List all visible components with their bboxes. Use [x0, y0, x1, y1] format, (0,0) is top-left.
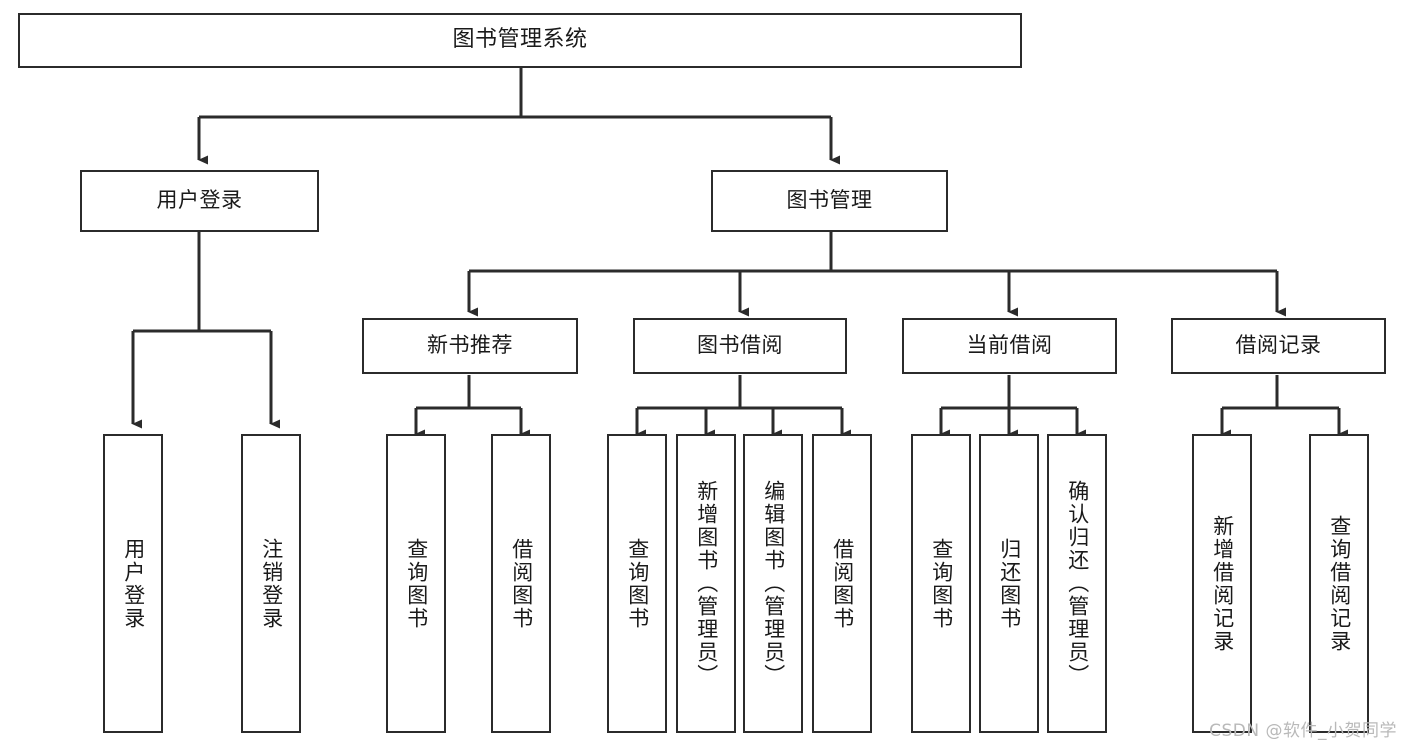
node-leaf-query-book-1-label: 查询图书 [404, 537, 429, 630]
node-leaf-logout-login[interactable]: 注销登录 [241, 434, 301, 733]
node-leaf-edit-book-label: 编辑图书（管理员） [761, 480, 786, 687]
node-leaf-return-book[interactable]: 归还图书 [979, 434, 1039, 733]
node-leaf-return-book-label: 归还图书 [997, 537, 1022, 630]
node-leaf-borrow-book-1-label: 借阅图书 [509, 537, 534, 630]
node-borrow-record[interactable]: 借阅记录 [1171, 318, 1386, 374]
node-leaf-query-book-3[interactable]: 查询图书 [911, 434, 971, 733]
node-leaf-add-book-label: 新增图书（管理员） [694, 480, 719, 687]
node-leaf-query-record-label: 查询借阅记录 [1327, 514, 1352, 653]
node-leaf-query-book-2-label: 查询图书 [625, 537, 650, 630]
node-leaf-confirm-return-label: 确认归还（管理员） [1065, 480, 1090, 687]
node-book-borrow-label: 图书借阅 [697, 333, 783, 358]
watermark: CSDN @软件_小贺同学 [1209, 721, 1397, 741]
node-leaf-add-record[interactable]: 新增借阅记录 [1192, 434, 1252, 733]
node-leaf-query-book-1[interactable]: 查询图书 [386, 434, 446, 733]
node-current-borrow[interactable]: 当前借阅 [902, 318, 1117, 374]
node-leaf-add-book[interactable]: 新增图书（管理员） [676, 434, 736, 733]
node-book-management[interactable]: 图书管理 [711, 170, 948, 232]
node-leaf-add-record-label: 新增借阅记录 [1210, 514, 1235, 653]
node-leaf-query-book-2[interactable]: 查询图书 [607, 434, 667, 733]
node-current-borrow-label: 当前借阅 [966, 333, 1053, 358]
node-leaf-confirm-return[interactable]: 确认归还（管理员） [1047, 434, 1107, 733]
node-leaf-query-record[interactable]: 查询借阅记录 [1309, 434, 1369, 733]
node-leaf-edit-book[interactable]: 编辑图书（管理员） [743, 434, 803, 733]
node-leaf-user-login-label: 用户登录 [121, 537, 146, 630]
node-leaf-logout-login-label: 注销登录 [259, 537, 284, 630]
node-borrow-record-label: 借阅记录 [1235, 333, 1322, 358]
node-new-book-recommend[interactable]: 新书推荐 [362, 318, 578, 374]
node-root[interactable]: 图书管理系统 [18, 13, 1022, 68]
node-new-book-recommend-label: 新书推荐 [427, 333, 513, 358]
node-user-login-label: 用户登录 [156, 188, 243, 213]
node-root-label: 图书管理系统 [452, 27, 588, 53]
node-leaf-user-login[interactable]: 用户登录 [103, 434, 163, 733]
node-leaf-borrow-book-2-label: 借阅图书 [830, 537, 855, 630]
node-leaf-borrow-book-2[interactable]: 借阅图书 [812, 434, 872, 733]
node-leaf-query-book-3-label: 查询图书 [929, 537, 954, 630]
node-user-login[interactable]: 用户登录 [80, 170, 319, 232]
node-leaf-borrow-book-1[interactable]: 借阅图书 [491, 434, 551, 733]
node-book-borrow[interactable]: 图书借阅 [633, 318, 847, 374]
node-book-management-label: 图书管理 [786, 188, 873, 213]
